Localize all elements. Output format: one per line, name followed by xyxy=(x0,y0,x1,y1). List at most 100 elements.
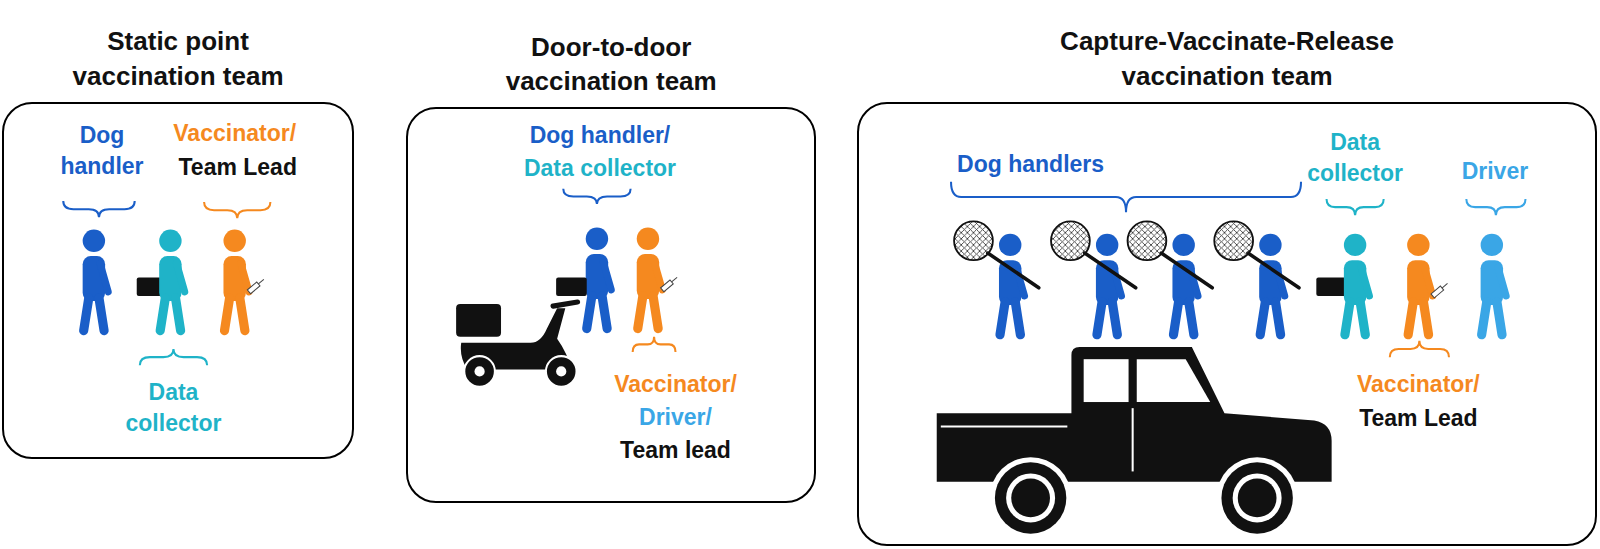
person-arm xyxy=(1424,267,1432,296)
syringe-needle xyxy=(1442,283,1447,288)
scooter-box xyxy=(456,304,501,337)
role-label: Team Lead xyxy=(156,152,319,183)
net-hoop xyxy=(1214,221,1253,260)
syringe-icon xyxy=(1431,282,1449,298)
person-head xyxy=(1172,234,1194,256)
net-handle xyxy=(1161,253,1212,288)
brace xyxy=(563,189,630,204)
person-leg xyxy=(1345,302,1350,335)
brace xyxy=(633,337,676,352)
person-leg xyxy=(224,298,229,331)
role-label: Vaccinator/ xyxy=(1337,369,1500,400)
role-label: Dog handlers xyxy=(918,149,1142,180)
scooter-hub xyxy=(474,366,484,376)
person-leg xyxy=(653,296,658,329)
net-hoop xyxy=(1051,221,1090,260)
person-icon xyxy=(223,230,249,331)
capture-net xyxy=(1128,221,1213,287)
person-leg xyxy=(1112,302,1117,335)
truck-hub xyxy=(1011,479,1050,518)
role-label: Driver xyxy=(1444,156,1546,187)
role-label: Data collector xyxy=(112,377,234,439)
person-head xyxy=(83,230,105,252)
role-label: Dog handler xyxy=(46,120,158,182)
person-arm xyxy=(177,263,185,292)
person-leg xyxy=(99,298,104,331)
person-head xyxy=(1344,234,1366,256)
syringe-barrel xyxy=(247,282,260,294)
person-icon xyxy=(159,230,185,331)
panel-heading: Door-to-door vaccination team xyxy=(473,30,749,99)
person-leg xyxy=(240,298,245,331)
brace xyxy=(204,202,270,218)
person-leg xyxy=(1097,302,1102,335)
person-leg xyxy=(176,298,181,331)
person-icon xyxy=(999,234,1025,335)
role-label: Vaccinator/ xyxy=(584,369,768,400)
person-arm xyxy=(241,263,249,292)
person-icon xyxy=(637,228,663,329)
person-arm xyxy=(100,263,108,292)
person-leg xyxy=(1360,302,1365,335)
panel-heading: Capture-Vaccinate-Release vaccination te… xyxy=(1003,24,1452,93)
pickup-truck xyxy=(937,347,1332,539)
person-head xyxy=(1096,234,1118,256)
capture-net xyxy=(1214,221,1299,287)
person-leg xyxy=(84,298,89,331)
person-leg xyxy=(1423,302,1428,335)
truck-hub xyxy=(1238,479,1277,518)
person-leg xyxy=(602,296,607,329)
person-icon xyxy=(1344,234,1370,335)
brace xyxy=(951,182,1301,213)
truck-rim xyxy=(1233,473,1282,522)
person-icon xyxy=(1172,234,1198,335)
net-handle xyxy=(988,253,1039,288)
person-leg xyxy=(1173,302,1178,335)
brace xyxy=(1466,199,1525,215)
role-label: Vaccinator/ xyxy=(153,118,316,149)
role-label: Data collector xyxy=(1294,127,1416,189)
scooter-handlebar xyxy=(553,302,577,306)
role-label: Team Lead xyxy=(1337,403,1500,434)
syringe-icon xyxy=(661,275,679,291)
role-label: Driver/ xyxy=(584,402,768,433)
syringe-needle xyxy=(258,279,263,284)
role-label: Team lead xyxy=(584,435,768,466)
person-head xyxy=(999,234,1021,256)
brace xyxy=(63,201,134,217)
capture-net xyxy=(1051,221,1136,287)
person-leg xyxy=(1189,302,1194,335)
truck-window xyxy=(1137,359,1210,402)
truck-wheel xyxy=(995,462,1066,533)
net-hoop xyxy=(954,221,993,260)
illustration-group xyxy=(63,182,1525,539)
person-head xyxy=(1481,234,1503,256)
person-arm xyxy=(654,261,662,290)
person-icon xyxy=(1481,234,1507,335)
panel-heading: Static point vaccination team xyxy=(40,24,316,93)
truck-door-line xyxy=(1132,408,1134,471)
syringe-barrel xyxy=(661,280,674,292)
person-arm xyxy=(1361,267,1369,296)
brace xyxy=(140,349,207,365)
syringe-barrel xyxy=(1431,286,1444,298)
syringe-icon xyxy=(247,277,265,293)
role-label: Dog handler/ xyxy=(488,120,712,151)
truck-bed-line xyxy=(941,426,1068,428)
person-icon xyxy=(1407,234,1433,335)
truck-wheel xyxy=(1221,462,1292,533)
brace xyxy=(1327,199,1384,215)
scooter-icon xyxy=(456,302,577,387)
person-leg xyxy=(1015,302,1020,335)
person-leg xyxy=(1408,302,1413,335)
person-icon xyxy=(1096,234,1122,335)
person-icon xyxy=(1259,234,1285,335)
person-head xyxy=(637,228,659,250)
person-leg xyxy=(638,296,643,329)
net-hoop xyxy=(1128,221,1167,260)
truck-wheel-arch xyxy=(1216,457,1298,539)
person-leg xyxy=(1482,302,1487,335)
role-label: Data collector xyxy=(488,153,712,184)
person-head xyxy=(159,230,181,252)
team-panel: Static point vaccination team xyxy=(2,102,354,459)
